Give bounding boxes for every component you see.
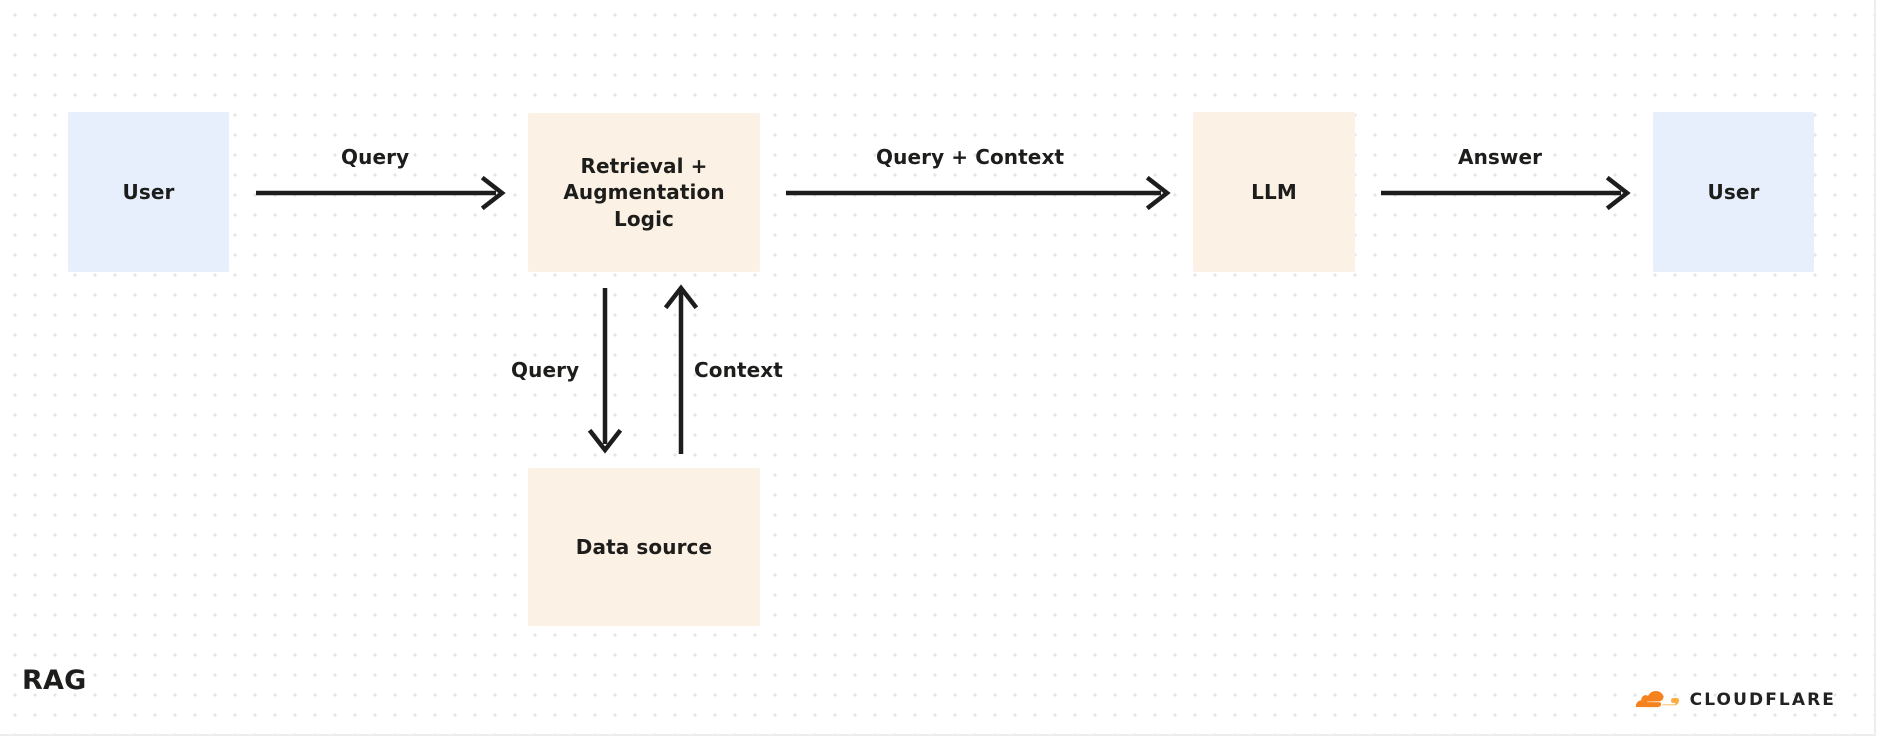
arrow-query-down bbox=[587, 288, 623, 454]
brand-wordmark: CLOUDFLARE bbox=[1689, 690, 1836, 710]
node-label: Data source bbox=[575, 534, 713, 559]
brand-logo: CLOUDFLARE bbox=[1616, 686, 1836, 714]
node-label: Retrieval + Augmentation Logic bbox=[563, 153, 725, 231]
edge-label-query-context: Query + Context bbox=[876, 145, 1065, 169]
cloudflare-cloud-icon bbox=[1616, 686, 1680, 714]
node-data-source[interactable]: Data source bbox=[528, 468, 760, 626]
diagram-title: RAG bbox=[22, 665, 87, 696]
edge-label-query-down: Query bbox=[511, 358, 580, 382]
edge-label-answer: Answer bbox=[1458, 145, 1543, 169]
arrow-query-context-right bbox=[786, 175, 1171, 211]
arrow-context-up bbox=[663, 284, 699, 454]
edge-label-context-up: Context bbox=[694, 358, 783, 382]
node-user-left[interactable]: User bbox=[68, 112, 229, 272]
node-user-right[interactable]: User bbox=[1653, 112, 1814, 272]
arrow-query-right bbox=[256, 175, 506, 211]
node-retrieval-augmentation-logic[interactable]: Retrieval + Augmentation Logic bbox=[528, 113, 760, 272]
node-label: User bbox=[1707, 179, 1760, 204]
arrow-answer-right bbox=[1381, 175, 1631, 211]
node-label: LLM bbox=[1251, 179, 1297, 204]
node-label: User bbox=[122, 179, 175, 204]
edge-label-query: Query bbox=[341, 145, 410, 169]
node-llm[interactable]: LLM bbox=[1193, 112, 1355, 272]
